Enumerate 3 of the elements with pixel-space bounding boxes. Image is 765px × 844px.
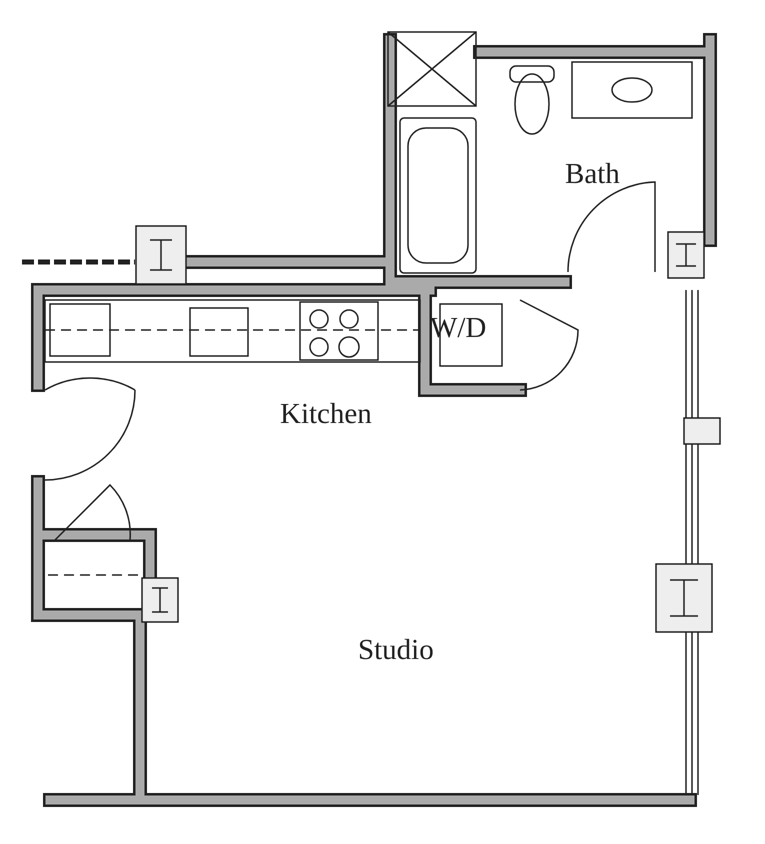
room-label: Studio	[358, 634, 434, 667]
room-label: Bath	[565, 158, 620, 191]
room-label: Kitchen	[280, 398, 372, 431]
